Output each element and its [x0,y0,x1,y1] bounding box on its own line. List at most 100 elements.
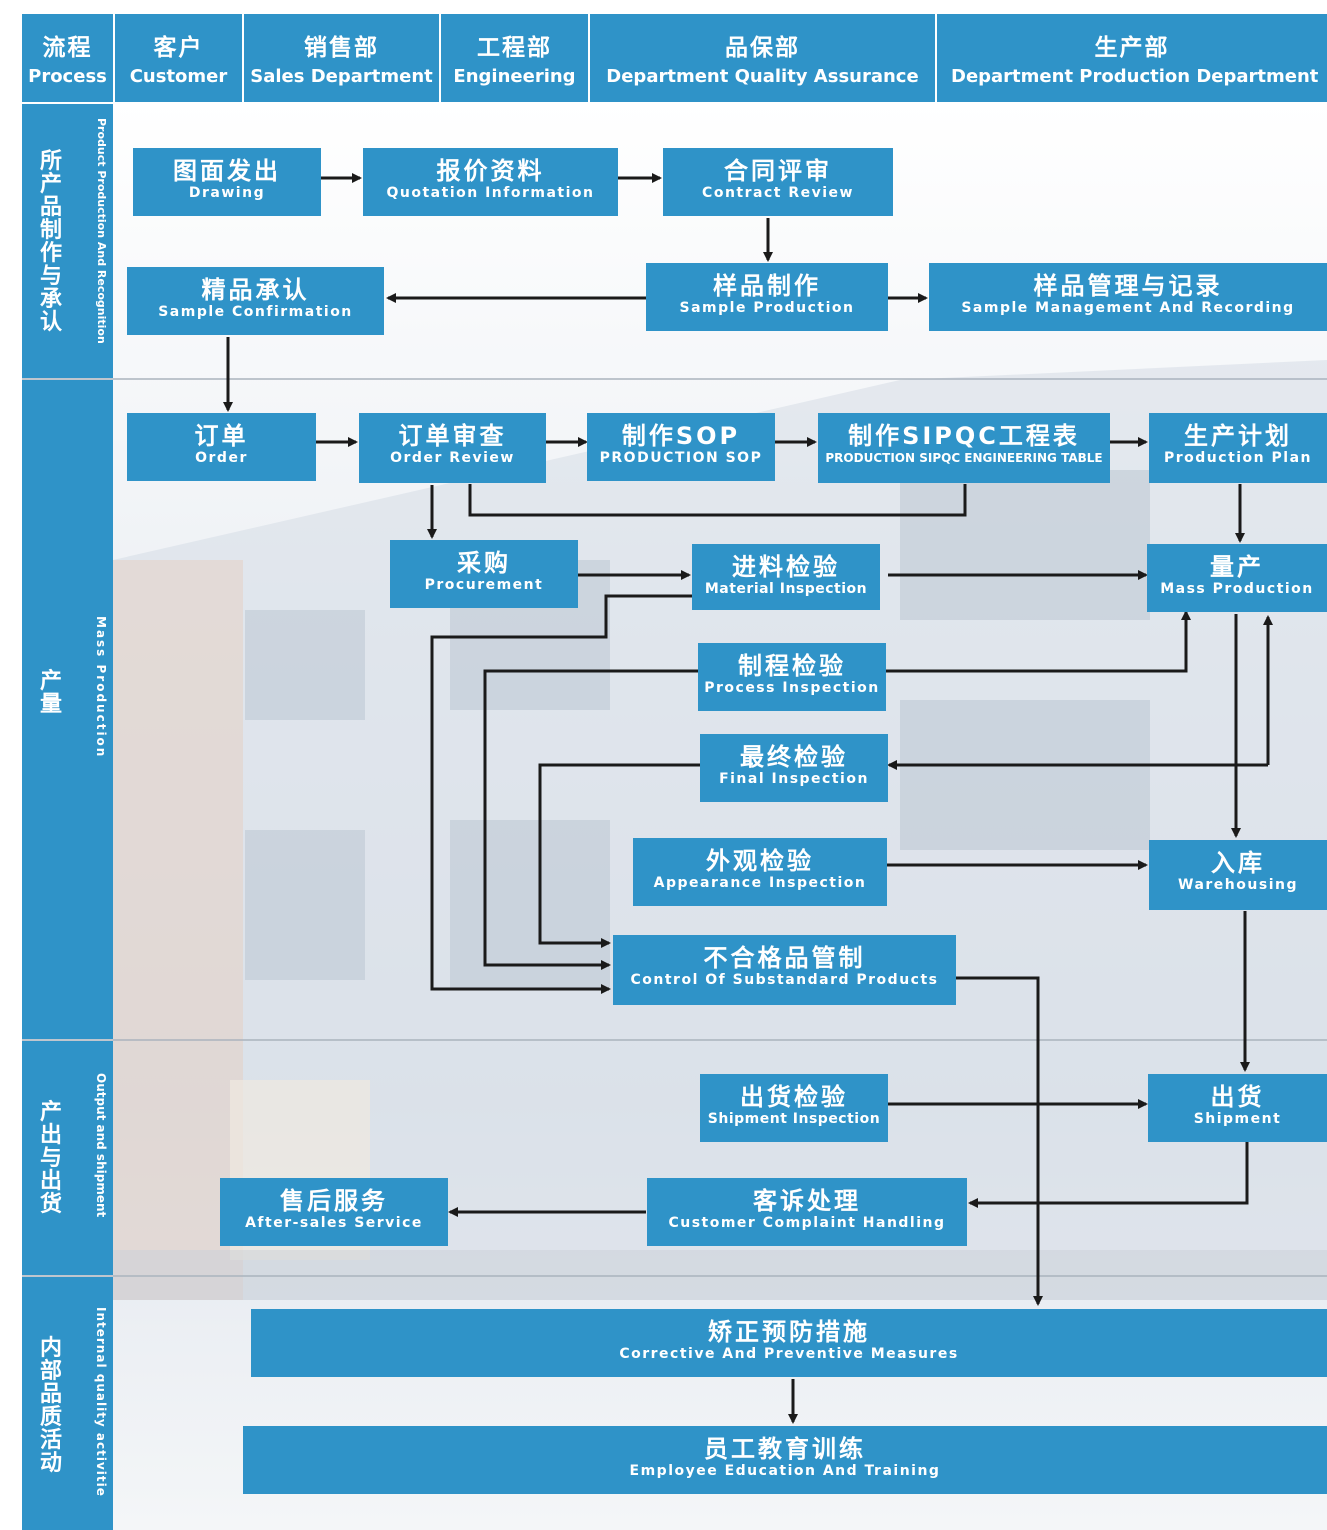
stage-mass: 产量 Mass Production [22,380,113,1039]
box-employee-training: 员工教育训练 Employee Education And Training [243,1426,1327,1494]
box-appearance-inspection-en: Appearance Inspection [653,875,867,891]
box-substandard-control-zh: 不合格品管制 [703,944,866,972]
box-after-sales-en: After-sales Service [245,1215,423,1231]
box-complaint-handling: 客诉处理 Customer Complaint Handling [647,1178,967,1246]
stage-mass-en: Mass Production [94,616,108,759]
header-engineering-zh: 工程部 [477,35,552,61]
box-shipment-zh: 出货 [1210,1083,1265,1111]
box-corrective-measures: 矫正预防措施 Corrective And Preventive Measure… [251,1309,1327,1377]
box-quotation: 报价资料 Quotation Information [363,148,618,216]
box-sample-production-zh: 样品制作 [713,272,821,300]
box-quotation-en: Quotation Information [386,185,595,201]
box-appearance-inspection-zh: 外观检验 [706,847,814,875]
stage-internal-en: Internal quality activitie [94,1307,108,1497]
box-procurement-en: Procurement [424,577,544,593]
box-mass-production-en: Mass Production [1160,581,1314,597]
header-sales: 销售部 Sales Department [244,14,439,102]
box-order-en: Order [195,450,248,466]
box-procurement: 采购 Procurement [390,540,578,608]
header-customer-en: Customer [129,66,228,87]
stage-sample-zh: 所产品制作与承认 [39,149,62,335]
box-contract-review-en: Contract Review [702,185,854,201]
stage-internal-zh: 内部品质活动 [39,1336,62,1476]
header-engineering-en: Engineering [453,66,576,87]
box-shipment: 出货 Shipment [1148,1074,1327,1142]
box-drawing-en: Drawing [188,185,266,201]
stage-sample-en: Product Production And Recognition [95,118,108,344]
box-mass-production-zh: 量产 [1210,553,1264,581]
header-process-en: Process [28,66,107,87]
box-appearance-inspection: 外观检验 Appearance Inspection [633,838,887,906]
box-mass-production: 量产 Mass Production [1147,544,1327,612]
box-production-plan-zh: 生产计划 [1184,422,1292,450]
box-order-review: 订单审查 Order Review [359,413,546,483]
header-sales-en: Sales Department [250,66,433,87]
box-substandard-control-en: Control Of Substandard Products [630,972,939,988]
box-process-inspection-en: Process Inspection [704,680,880,696]
header-customer: 客户 Customer [115,14,242,102]
box-material-inspection-zh: 进料检验 [732,553,840,581]
box-order-review-zh: 订单审查 [398,422,507,450]
box-sipqc-table-zh: 制作SIPQC工程表 [848,422,1080,450]
box-final-inspection: 最终检验 Final Inspection [700,734,888,802]
box-material-inspection-en: Material Inspection [704,581,868,597]
box-warehousing: 入库 Warehousing [1149,840,1327,910]
box-warehousing-zh: 入库 [1211,849,1265,877]
box-sample-confirmation: 精品承认 Sample Confirmation [127,267,384,335]
header-engineering: 工程部 Engineering [441,14,588,102]
stage-output-zh: 产出与出货 [39,1100,62,1217]
header-quality-zh: 品保部 [725,35,800,61]
box-sample-confirmation-en: Sample Confirmation [158,304,353,320]
box-quotation-zh: 报价资料 [436,157,545,185]
box-order-review-en: Order Review [390,450,515,466]
box-material-inspection: 进料检验 Material Inspection [692,544,880,610]
box-contract-review-zh: 合同评审 [724,157,832,185]
stage-output-en: Output and shipment [94,1073,108,1218]
box-sample-management-en: Sample Management And Recording [961,300,1295,316]
box-procurement-zh: 采购 [457,549,511,577]
header-quality-en: Department Quality Assurance [606,66,919,87]
box-sipqc-table: 制作SIPQC工程表 PRODUCTION SIPQC ENGINEERING … [818,413,1110,483]
header-quality: 品保部 Department Quality Assurance [590,14,935,102]
box-corrective-measures-en: Corrective And Preventive Measures [619,1346,959,1362]
header-production-zh: 生产部 [1094,35,1170,61]
box-final-inspection-zh: 最终检验 [740,743,848,771]
box-production-sop: 制作SOP PRODUCTION SOP [587,413,775,481]
box-process-inspection-zh: 制程检验 [738,652,846,680]
stage-internal: 内部品质活动 Internal quality activitie [22,1277,113,1530]
stage-mass-zh: 产量 [39,669,62,717]
box-shipment-en: Shipment [1193,1111,1282,1127]
box-after-sales-zh: 售后服务 [280,1187,388,1215]
box-sample-production-en: Sample Production [679,300,855,316]
box-shipment-inspection-en: Shipment Inspection [707,1111,881,1127]
box-order-zh: 订单 [194,422,249,450]
box-production-plan: 生产计划 Production Plan [1149,413,1327,483]
box-substandard-control: 不合格品管制 Control Of Substandard Products [613,935,956,1005]
box-sipqc-table-en: PRODUCTION SIPQC ENGINEERING TABLE [825,451,1103,465]
box-complaint-handling-en: Customer Complaint Handling [668,1215,946,1231]
box-warehousing-en: Warehousing [1178,877,1298,893]
box-complaint-handling-zh: 客诉处理 [753,1187,861,1215]
header-process: 流程 Process [22,14,113,102]
box-order: 订单 Order [127,413,316,481]
box-shipment-inspection: 出货检验 Shipment Inspection [700,1074,888,1142]
box-employee-training-zh: 员工教育训练 [704,1435,866,1463]
header-production-en: Department Production Department [951,66,1319,87]
box-process-inspection: 制程检验 Process Inspection [698,643,886,711]
header-process-zh: 流程 [42,35,93,61]
box-production-sop-zh: 制作SOP [621,422,741,450]
box-shipment-inspection-zh: 出货检验 [740,1083,848,1111]
box-sample-confirmation-zh: 精品承认 [201,276,310,304]
header-sales-zh: 销售部 [304,35,379,61]
box-contract-review: 合同评审 Contract Review [663,148,893,216]
box-production-sop-en: PRODUCTION SOP [599,450,763,466]
box-final-inspection-en: Final Inspection [719,771,869,787]
box-corrective-measures-zh: 矫正预防措施 [708,1318,870,1346]
box-drawing: 图面发出 Drawing [133,148,321,216]
stage-output: 产出与出货 Output and shipment [22,1041,113,1275]
box-production-plan-en: Production Plan [1164,450,1312,466]
box-sample-management-zh: 样品管理与记录 [1033,272,1223,300]
header-customer-zh: 客户 [153,35,204,61]
header-production: 生产部 Department Production Department [937,14,1327,102]
